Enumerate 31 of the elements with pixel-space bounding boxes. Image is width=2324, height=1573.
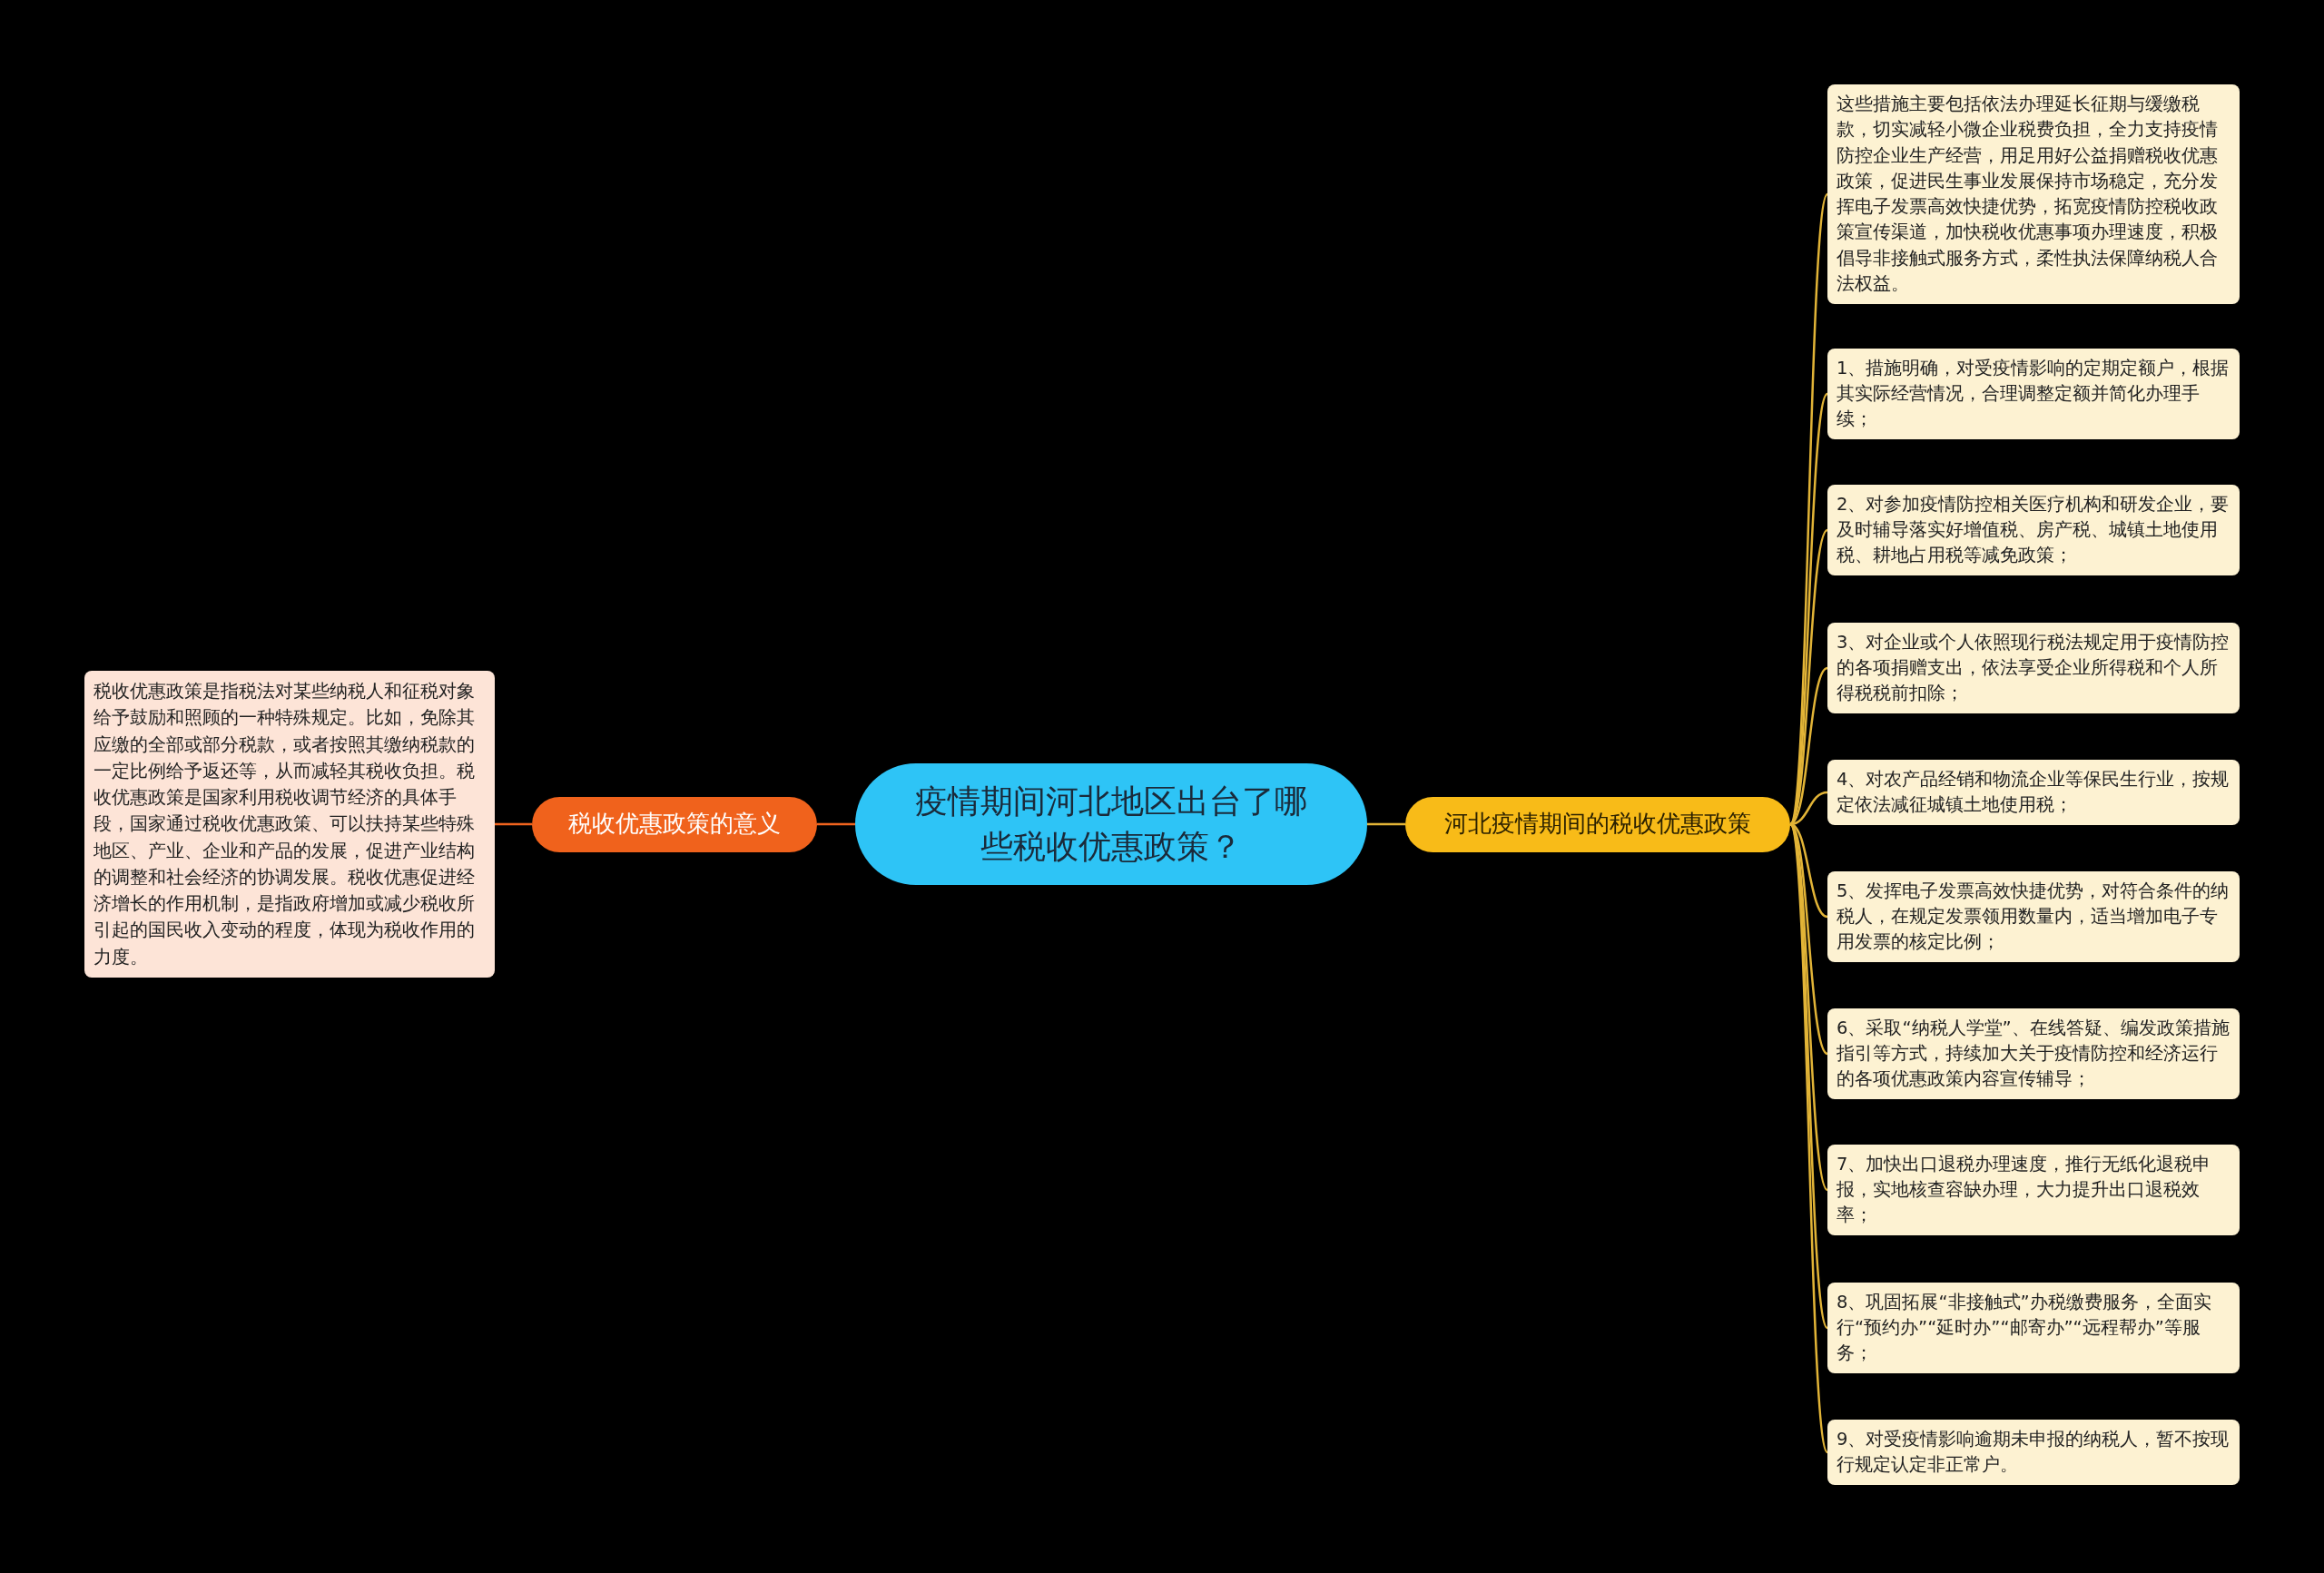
- note-card: [1827, 1282, 2240, 1374]
- note-text: 2、对参加疫情防控相关医疗机构和研发企业，要及时辅导落实好增值税、房产税、城镇土地使用税、耕地占用税等减免政策；: [1837, 492, 2230, 568]
- note-text: 8、巩固拓展“非接触式”办税缴费服务，全面实行“预约办”“延时办”“邮寄办”“远程帮办”等服务；: [1837, 1290, 2212, 1366]
- note-card: [1827, 1008, 2240, 1100]
- note-text: 5、发挥电子发票高效快捷优势，对符合条件的纳税人，在规定发票领用数量内，适当增加电子专用发票的核定比例；: [1837, 879, 2230, 955]
- topic-title: 疫情期间河北地区出台了哪些税收优惠政策？: [914, 781, 1308, 867]
- note-card: [1827, 759, 2240, 826]
- connector-line: [817, 822, 855, 826]
- note-text: 税收优惠政策是指税法对某些纳税人和征税对象给予鼓励和照顾的一种特殊规定。比如，免除其应缴的全部或部分税款，或者按照其缴纳税款的一定比例给予返还等，从而减轻其税收负担。税收优惠政策是国家利用税收调节经济的具体手段，国家通过税收优惠政策、可以扶持某些特殊地区、产业、企业和产品的发展，促进产业结构的调整和社会经济的协调发展。税收优惠促进经济增长的作用机制，是指政府增加或减少税收所引起的国民收入变动的程度，体现为税收作用的力度。: [94, 680, 476, 969]
- note-card: [1827, 870, 2240, 963]
- note-card: [1827, 622, 2240, 714]
- connector-line: [1788, 823, 1829, 1329]
- connector-line: [1367, 822, 1405, 826]
- note-card: [1827, 1144, 2240, 1236]
- branch-label: 税收优惠政策的意义: [567, 809, 782, 840]
- note-card: [1827, 1419, 2240, 1486]
- connector-line: [1788, 823, 1829, 1453]
- note-text: 4、对农产品经销和物流企业等保民生行业，按规定依法减征城镇土地使用税；: [1837, 767, 2230, 817]
- note-text: 6、采取“纳税人学堂”、在线答疑、编发政策措施指引等方式，持续加大关于疫情防控和经济运行的各项优惠政策内容宣传辅导；: [1837, 1016, 2230, 1092]
- connector-line: [495, 822, 532, 826]
- branch-pill: [532, 796, 817, 852]
- branch-pill: [1405, 796, 1790, 852]
- note-text: 9、对受疫情影响逾期未申报的纳税人，暂不按现行规定认定非正常户。: [1837, 1427, 2230, 1477]
- note-card: [1827, 484, 2240, 576]
- note-text: 这些措施主要包括依法办理延长征期与缓缴税款，切实减轻小微企业税费负担，全力支持疫情防控企业生产经营，用足用好公益捐赠税收优惠政策，促进民生事业发展保持市场稳定，充分发挥电子发票高效快捷优势，拓宽疫情防控税收政策宣传渠道，加快税收优惠事项办理速度，积极倡导非接触式服务方式，柔性执法保障纳税人合法权益。: [1837, 93, 2219, 296]
- branch-label: 河北疫情期间的税收优惠政策: [1443, 809, 1752, 840]
- note-text: 1、措施明确，对受疫情影响的定期定额户，根据其实际经营情况，合理调整定额并简化办理手续；: [1837, 356, 2230, 432]
- note-card: [1827, 348, 2240, 440]
- note-text: 7、加快出口退税办理速度，推行无纸化退税申报，实地核查容缺办理，大力提升出口退税效率；: [1837, 1152, 2212, 1228]
- note-text: 3、对企业或个人依照现行税法规定用于疫情防控的各项捐赠支出，依法享受企业所得税和个人所得税税前扣除；: [1837, 630, 2230, 706]
- connector-line: [1788, 393, 1829, 825]
